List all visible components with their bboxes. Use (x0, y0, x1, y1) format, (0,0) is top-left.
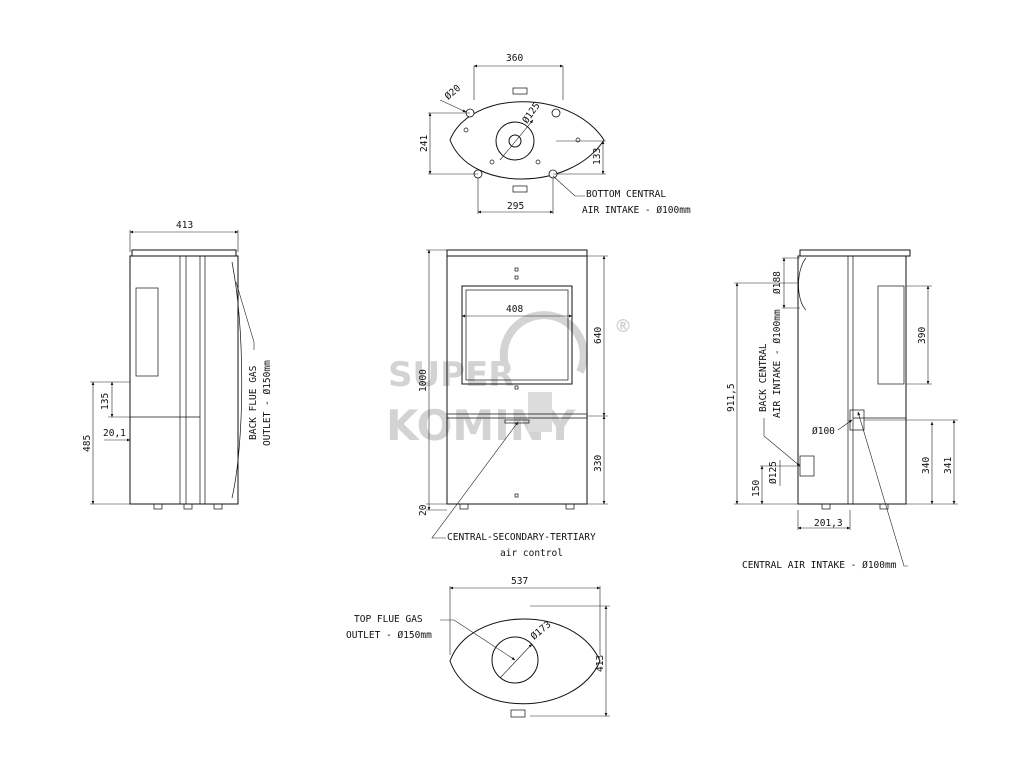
right-callout-back-line2: AIR INTAKE - Ø100mm (772, 309, 783, 418)
bottom-view: 360 295 241 133 Ø20 Ø125 BOTTOM CENTRAL … (419, 53, 691, 216)
bottom-dim-side: 133 (592, 148, 603, 165)
right-view-back-intake (799, 455, 815, 477)
right-dim-341: 341 (943, 457, 954, 474)
bottom-callout-line2: AIR INTAKE - Ø100mm (582, 205, 691, 216)
front-view-door-inner (465, 289, 569, 381)
front-view-door-glass (461, 285, 573, 385)
bottom-dim-hole-dia: Ø20 (443, 83, 463, 103)
bottom-callout-leader (552, 175, 585, 197)
left-callout-leader (235, 281, 255, 350)
right-dim-340: 340 (921, 457, 932, 474)
left-callout-line2: OUTLET - Ø150mm (262, 360, 273, 446)
top-view-flue-ring (491, 636, 539, 684)
left-dim-width: 413 (176, 220, 193, 231)
top-view: 537 413 Ø173 TOP FLUE GAS OUTLET - Ø150m… (346, 576, 610, 718)
bottom-view-tab-bottom (512, 185, 528, 193)
front-callout-line1: CENTRAL-SECONDARY-TERTIARY (447, 532, 596, 543)
bottom-dim-hole-spacing: 295 (507, 201, 524, 212)
bottom-view-hole (551, 108, 561, 118)
front-view-body (446, 255, 588, 505)
left-dim-135: 135 (100, 393, 111, 410)
top-view-tab (510, 709, 526, 718)
bottom-view-tab-top (512, 87, 528, 95)
right-dim-188: Ø188 (772, 271, 783, 294)
front-dim-20: 20 (418, 504, 429, 516)
watermark-registered: ® (614, 316, 632, 337)
front-dim-640: 640 (593, 327, 604, 344)
right-view-window (877, 285, 905, 385)
front-view-top-plate (446, 249, 588, 257)
left-dim-20-1: 20,1 (103, 428, 126, 439)
bottom-view-small-hole (575, 137, 581, 143)
front-dim-330: 330 (593, 455, 604, 472)
front-view-foot (459, 503, 469, 510)
right-dim-100: Ø100 (812, 426, 835, 437)
right-view-foot (879, 503, 889, 510)
left-view-rear-curve (231, 261, 243, 499)
bottom-dim-width: 360 (506, 53, 523, 64)
left-view-top-plate (131, 249, 237, 257)
front-dim-door-width: 408 (506, 304, 523, 315)
bottom-view-center-hole (508, 134, 522, 148)
bottom-callout-line1: BOTTOM CENTRAL (586, 189, 666, 200)
top-dim-width: 537 (511, 576, 528, 587)
bottom-view-outline (449, 101, 605, 180)
right-view-central-intake (849, 409, 865, 431)
right-callout-central: CENTRAL AIR INTAKE - Ø100mm (742, 560, 897, 571)
left-view-foot (153, 503, 163, 510)
side-view-right: Ø188 390 911,5 BACK CENTRAL AIR INTAKE -… (726, 249, 958, 571)
left-view-foot (183, 503, 193, 510)
left-callout-line1: BACK FLUE GAS (248, 365, 259, 440)
watermark: SUPER KOMINY ® (386, 311, 632, 450)
watermark-chimney-icon (528, 392, 552, 432)
top-callout-line2: OUTLET - Ø150mm (346, 630, 432, 641)
top-callout-line1: TOP FLUE GAS (354, 614, 423, 625)
left-view-window (135, 287, 159, 377)
right-callout-central-leader (857, 411, 908, 567)
right-dim-201-3: 201,3 (814, 518, 843, 529)
right-dim-125: Ø125 (768, 461, 779, 484)
right-view-body (797, 255, 907, 505)
bottom-view-small-hole (489, 159, 495, 165)
right-callout-back-leader (763, 418, 801, 467)
right-callout-back-line1: BACK CENTRAL (758, 343, 769, 412)
bottom-view-small-hole (535, 159, 541, 165)
left-view-foot (213, 503, 223, 510)
watermark-line1: SUPER (388, 355, 514, 395)
top-dim-dia: Ø173 (529, 619, 554, 642)
bottom-view-center-ring (495, 121, 535, 161)
right-dim-150: 150 (751, 480, 762, 497)
right-view-top-plate (799, 249, 911, 257)
left-view-body (129, 255, 239, 505)
bottom-view-small-hole (463, 127, 469, 133)
front-dim-height: 1000 (418, 369, 429, 392)
side-view-left: 413 485 135 20,1 BACK FLUE GAS OUTLET - … (82, 220, 273, 510)
front-callout-leader (431, 421, 519, 539)
front-callout-line2: air control (500, 548, 563, 559)
right-view-foot (821, 503, 831, 510)
front-view: 1000 20 408 640 330 CENTRAL-SECONDARY-TE… (418, 249, 608, 559)
left-dim-height: 485 (82, 435, 93, 452)
top-dim-depth: 413 (595, 655, 606, 672)
top-callout-leader (440, 619, 516, 661)
right-view-back-flue (798, 257, 807, 311)
bottom-dim-height: 241 (419, 135, 430, 152)
right-dim-390: 390 (917, 327, 928, 344)
right-dim-911-5: 911,5 (726, 383, 737, 412)
top-view-outline (449, 618, 601, 705)
front-view-foot (565, 503, 575, 510)
bottom-dim-center-dia: Ø125 (520, 101, 542, 126)
